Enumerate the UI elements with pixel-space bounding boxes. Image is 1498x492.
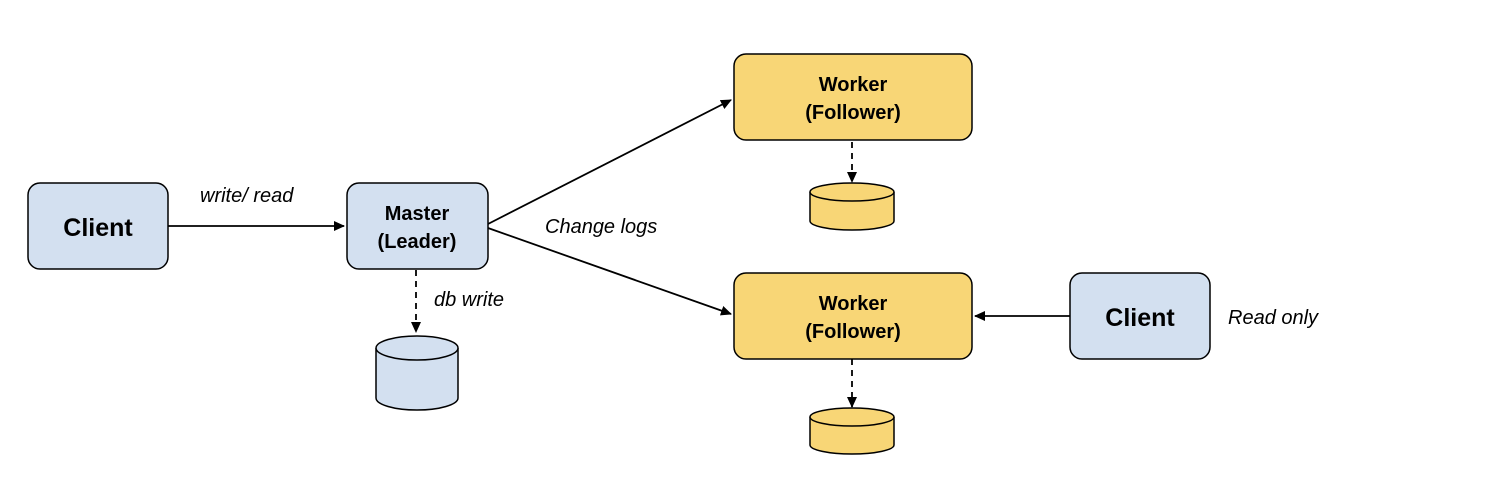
master-label-line1: Master	[385, 203, 450, 225]
edge-label-change-logs: Change logs	[545, 216, 657, 238]
worker-bottom-database-icon	[809, 407, 895, 455]
master-label-line2: (Leader)	[378, 231, 457, 253]
edge-label-db-write: db write	[434, 289, 504, 311]
master-node: Master (Leader)	[346, 182, 489, 270]
worker-top-label-line2: (Follower)	[805, 102, 901, 124]
worker-top-database-icon	[809, 182, 895, 231]
client-right-label: Client	[1105, 304, 1175, 332]
master-database-icon	[375, 335, 459, 411]
edge-label-write-read: write/ read	[200, 185, 294, 207]
edge-master-to-worker-bottom	[487, 227, 732, 316]
worker-bottom-label-line2: (Follower)	[805, 321, 901, 343]
worker-top-node: Worker (Follower)	[733, 53, 973, 141]
edge-master-to-worker-top	[487, 99, 732, 225]
edge-label-read-only: Read only	[1228, 307, 1319, 329]
client-left-label: Client	[63, 214, 133, 242]
client-left-node: Client	[27, 182, 169, 270]
worker-bottom-label-line1: Worker	[819, 293, 888, 315]
worker-top-label-line1: Worker	[819, 74, 888, 96]
client-right-node: Client	[1069, 272, 1211, 360]
worker-bottom-node: Worker (Follower)	[733, 272, 973, 360]
